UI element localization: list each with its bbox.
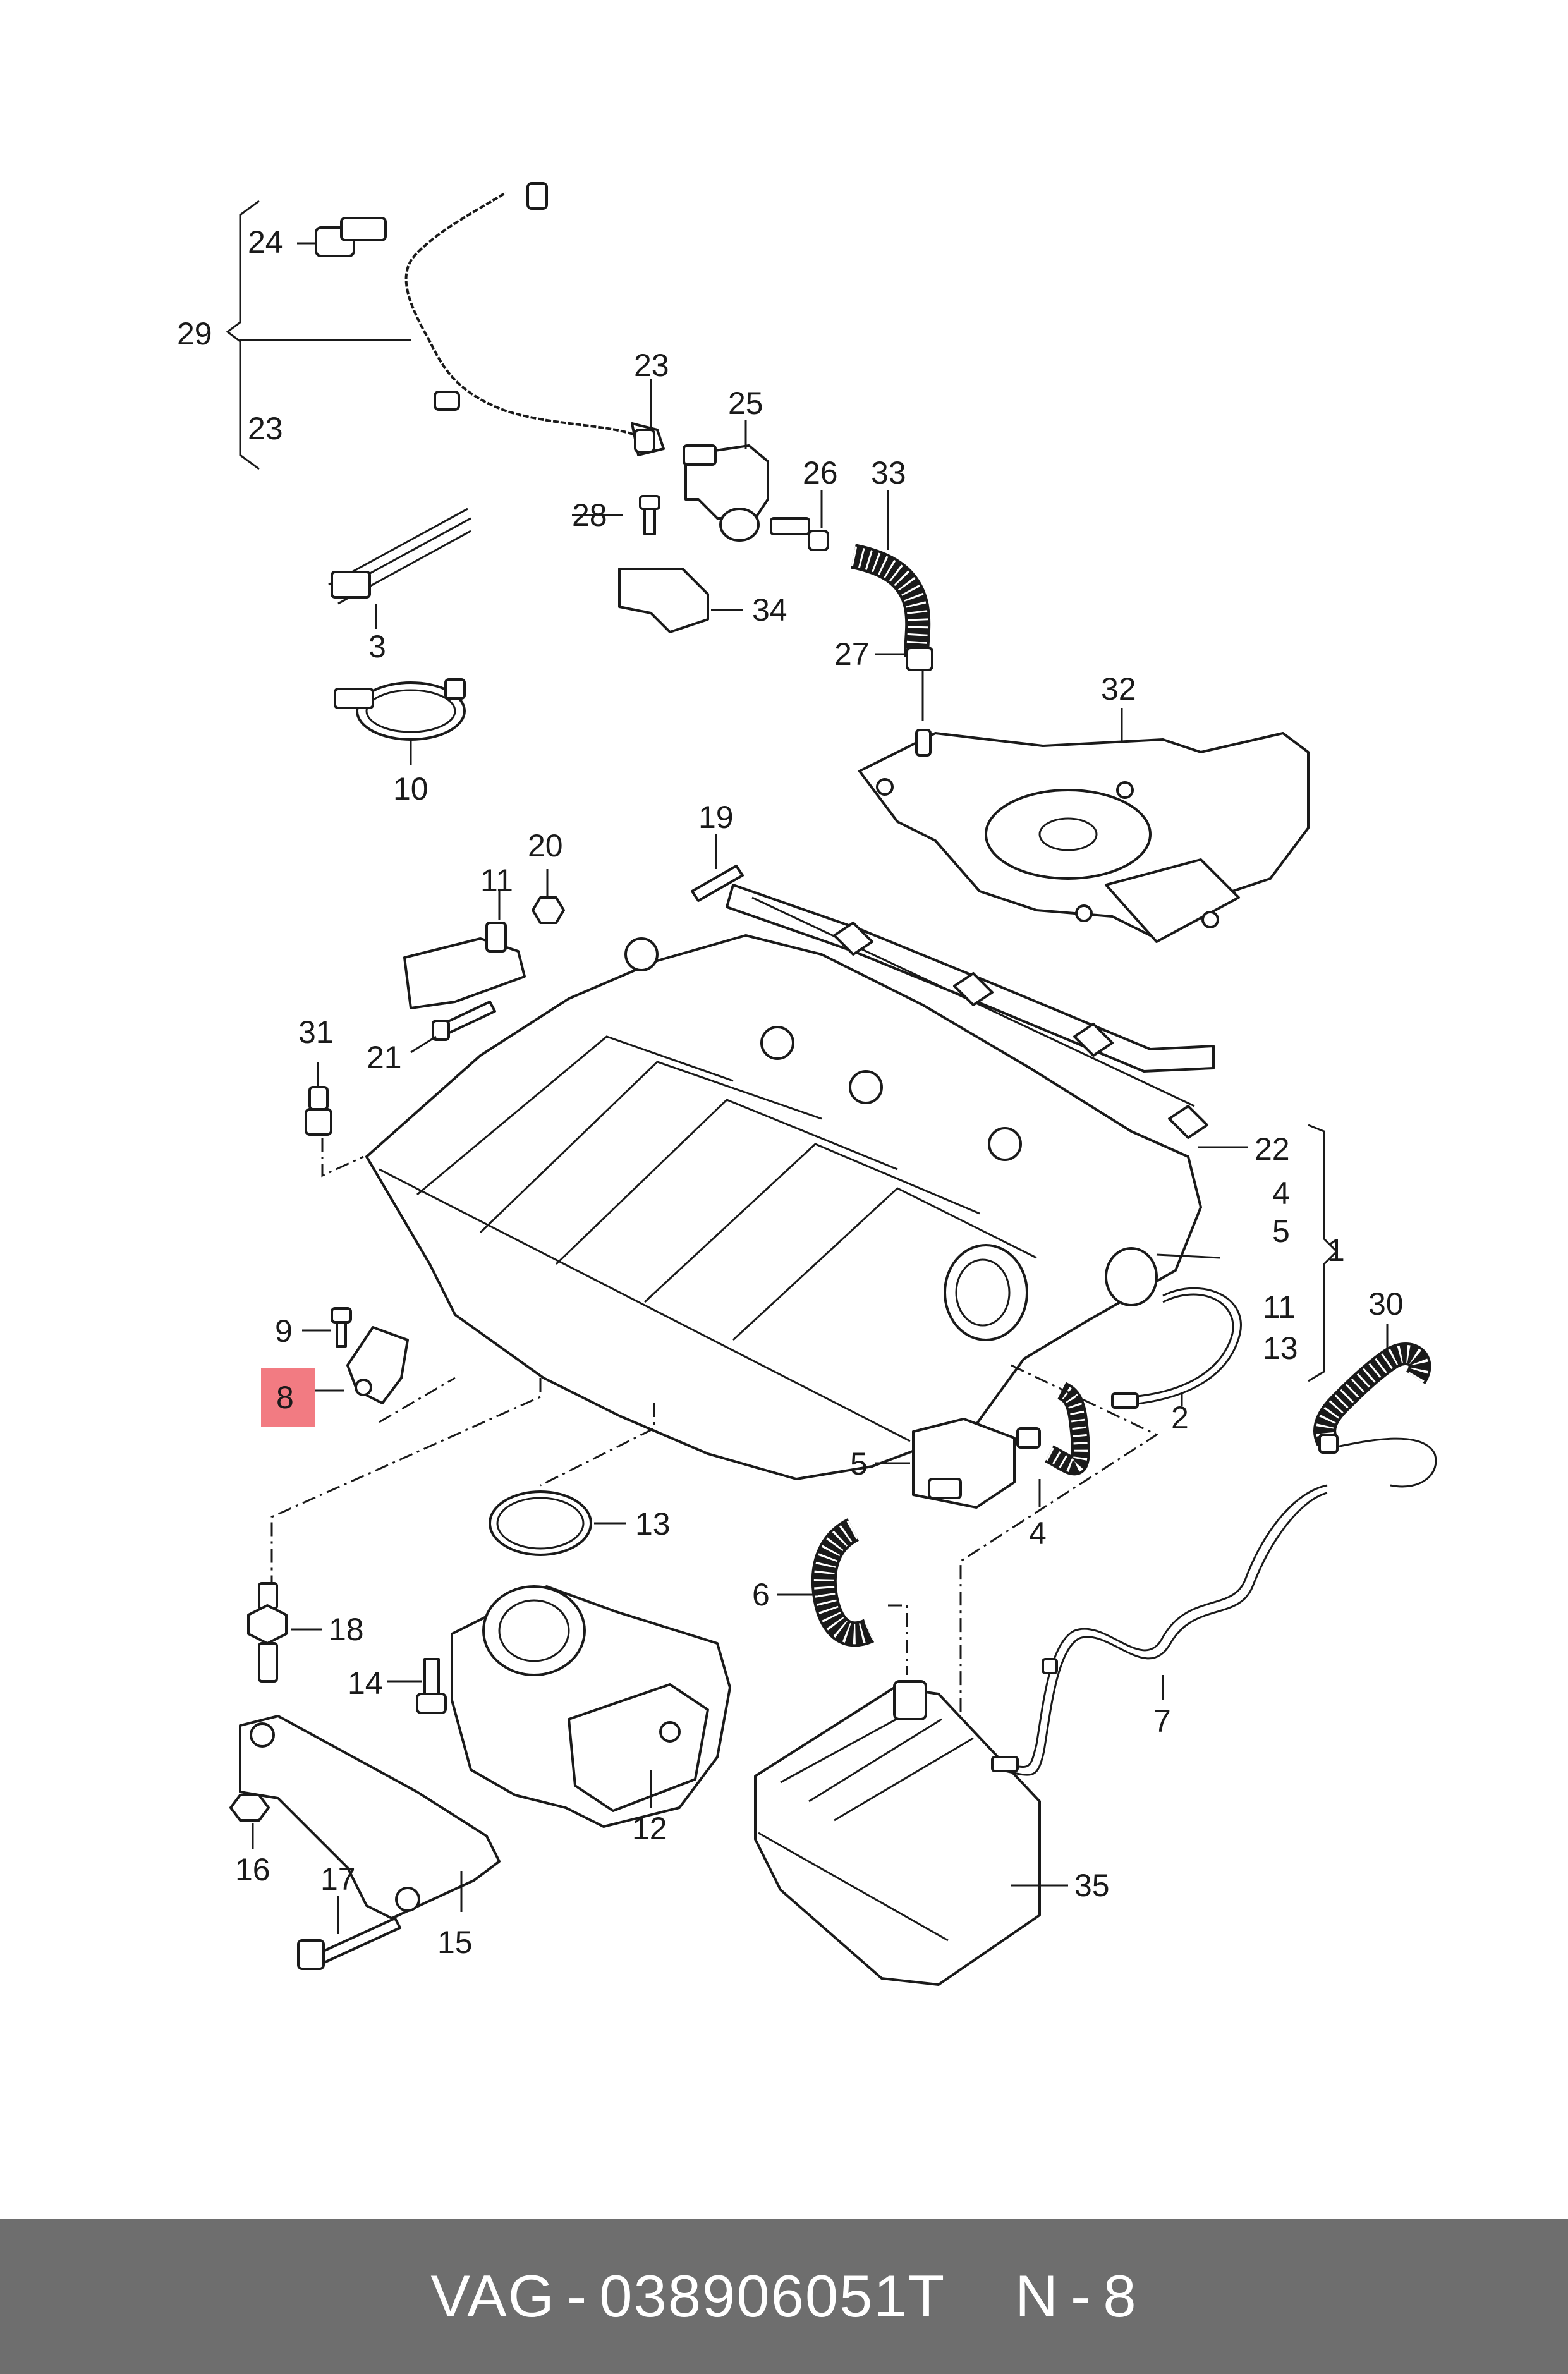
callout-33: 33 <box>871 455 906 490</box>
callout-11b: 11 <box>480 863 513 898</box>
callout-30: 30 <box>1368 1286 1404 1322</box>
callout-13a: 13 <box>1263 1330 1298 1366</box>
breather-hose-assembly <box>315 182 665 456</box>
part-number-footer: VAG - 038906051T N - 8 <box>0 2219 1568 2374</box>
hose-7 <box>991 1484 1328 1776</box>
hose-4 <box>1045 1382 1090 1476</box>
clamp-23 <box>634 429 655 453</box>
stud-19 <box>691 865 744 902</box>
callout-5b: 5 <box>850 1446 868 1482</box>
callout-32: 32 <box>1101 671 1136 707</box>
callout-24: 24 <box>248 224 283 260</box>
stud-31 <box>305 1086 332 1136</box>
callout-1: 1 <box>1327 1233 1345 1268</box>
screw-9 <box>331 1307 352 1348</box>
callout-16: 16 <box>235 1852 270 1887</box>
callout-27: 27 <box>834 636 870 672</box>
callout-26: 26 <box>803 455 838 490</box>
callout-20: 20 <box>528 828 563 863</box>
hose-30 <box>1313 1342 1437 1488</box>
bracket-lines-1 <box>1156 1124 1339 1382</box>
hose-6 <box>811 1518 875 1647</box>
callout-13b: 13 <box>635 1506 671 1542</box>
callout-14: 14 <box>348 1665 383 1701</box>
cover-32 <box>858 729 1310 943</box>
callout-4a: 4 <box>1272 1176 1290 1211</box>
highlight-8 <box>261 1368 315 1427</box>
callout-25: 25 <box>728 386 763 421</box>
cable-tie-3 <box>328 508 471 605</box>
gasket-22 <box>726 884 1215 1139</box>
nut-20 <box>532 896 565 924</box>
o-ring-13 <box>489 1490 592 1556</box>
bolt-17 <box>297 1917 401 1970</box>
callout-18: 18 <box>329 1612 364 1647</box>
callout-6: 6 <box>752 1577 770 1612</box>
footer-position-number: 8 <box>1103 2263 1138 2329</box>
valve-25 <box>683 444 810 542</box>
bolt-21 <box>432 1001 496 1041</box>
bolt-28 <box>639 495 660 535</box>
air-filter-35 <box>754 1680 1041 1986</box>
callout-2: 2 <box>1171 1400 1189 1435</box>
throttle-body-12 <box>451 1585 731 1828</box>
callout-11a: 11 <box>1263 1289 1296 1325</box>
bracket-lines-29 <box>226 200 411 470</box>
hose-2 <box>1111 1287 1242 1409</box>
callout-29: 29 <box>177 316 212 351</box>
callout-5a: 5 <box>1272 1214 1290 1249</box>
callout-15: 15 <box>437 1925 473 1960</box>
intake-manifold-1 <box>365 934 1202 1480</box>
callout-10: 10 <box>393 771 428 807</box>
callout-7: 7 <box>1153 1703 1171 1739</box>
callout-3: 3 <box>368 629 386 664</box>
valve-5 <box>912 1418 1041 1509</box>
footer-part-number: 038906051T <box>599 2263 946 2329</box>
callout-17: 17 <box>320 1861 356 1897</box>
hose-33 <box>850 544 931 658</box>
callout-19: 19 <box>698 800 734 835</box>
footer-separator-1: - <box>566 2263 588 2329</box>
callout-9: 9 <box>275 1313 293 1349</box>
callout-22: 22 <box>1255 1131 1290 1167</box>
sensor-11 <box>403 922 526 1009</box>
footer-separator-2: - <box>1071 2263 1092 2329</box>
callout-31: 31 <box>298 1014 334 1050</box>
footer-brand: VAG <box>430 2263 556 2329</box>
callout-8: 8 <box>276 1380 294 1415</box>
callout-23b: 23 <box>634 348 669 383</box>
nut-16 <box>229 1794 270 1822</box>
callout-34: 34 <box>752 592 787 628</box>
callout-28: 28 <box>572 497 607 533</box>
callout-12: 12 <box>632 1811 667 1846</box>
callout-21: 21 <box>367 1040 402 1075</box>
callout-23a: 23 <box>248 411 283 446</box>
callout-35: 35 <box>1074 1868 1110 1903</box>
stud-18 <box>247 1582 288 1683</box>
footer-position-prefix: N <box>1015 2263 1060 2329</box>
bracket-15 <box>239 1715 501 1920</box>
clamp-27 <box>906 647 933 671</box>
bracket-34 <box>618 568 709 633</box>
sensor-8 <box>346 1326 409 1404</box>
bolt-14 <box>416 1658 447 1714</box>
exploded-parts-diagram: 24 29 23 23 25 26 33 28 34 27 3 <box>177 182 1437 1986</box>
callout-4b: 4 <box>1029 1516 1047 1551</box>
clamp-26 <box>808 530 829 551</box>
hose-clamp-10 <box>334 678 466 741</box>
